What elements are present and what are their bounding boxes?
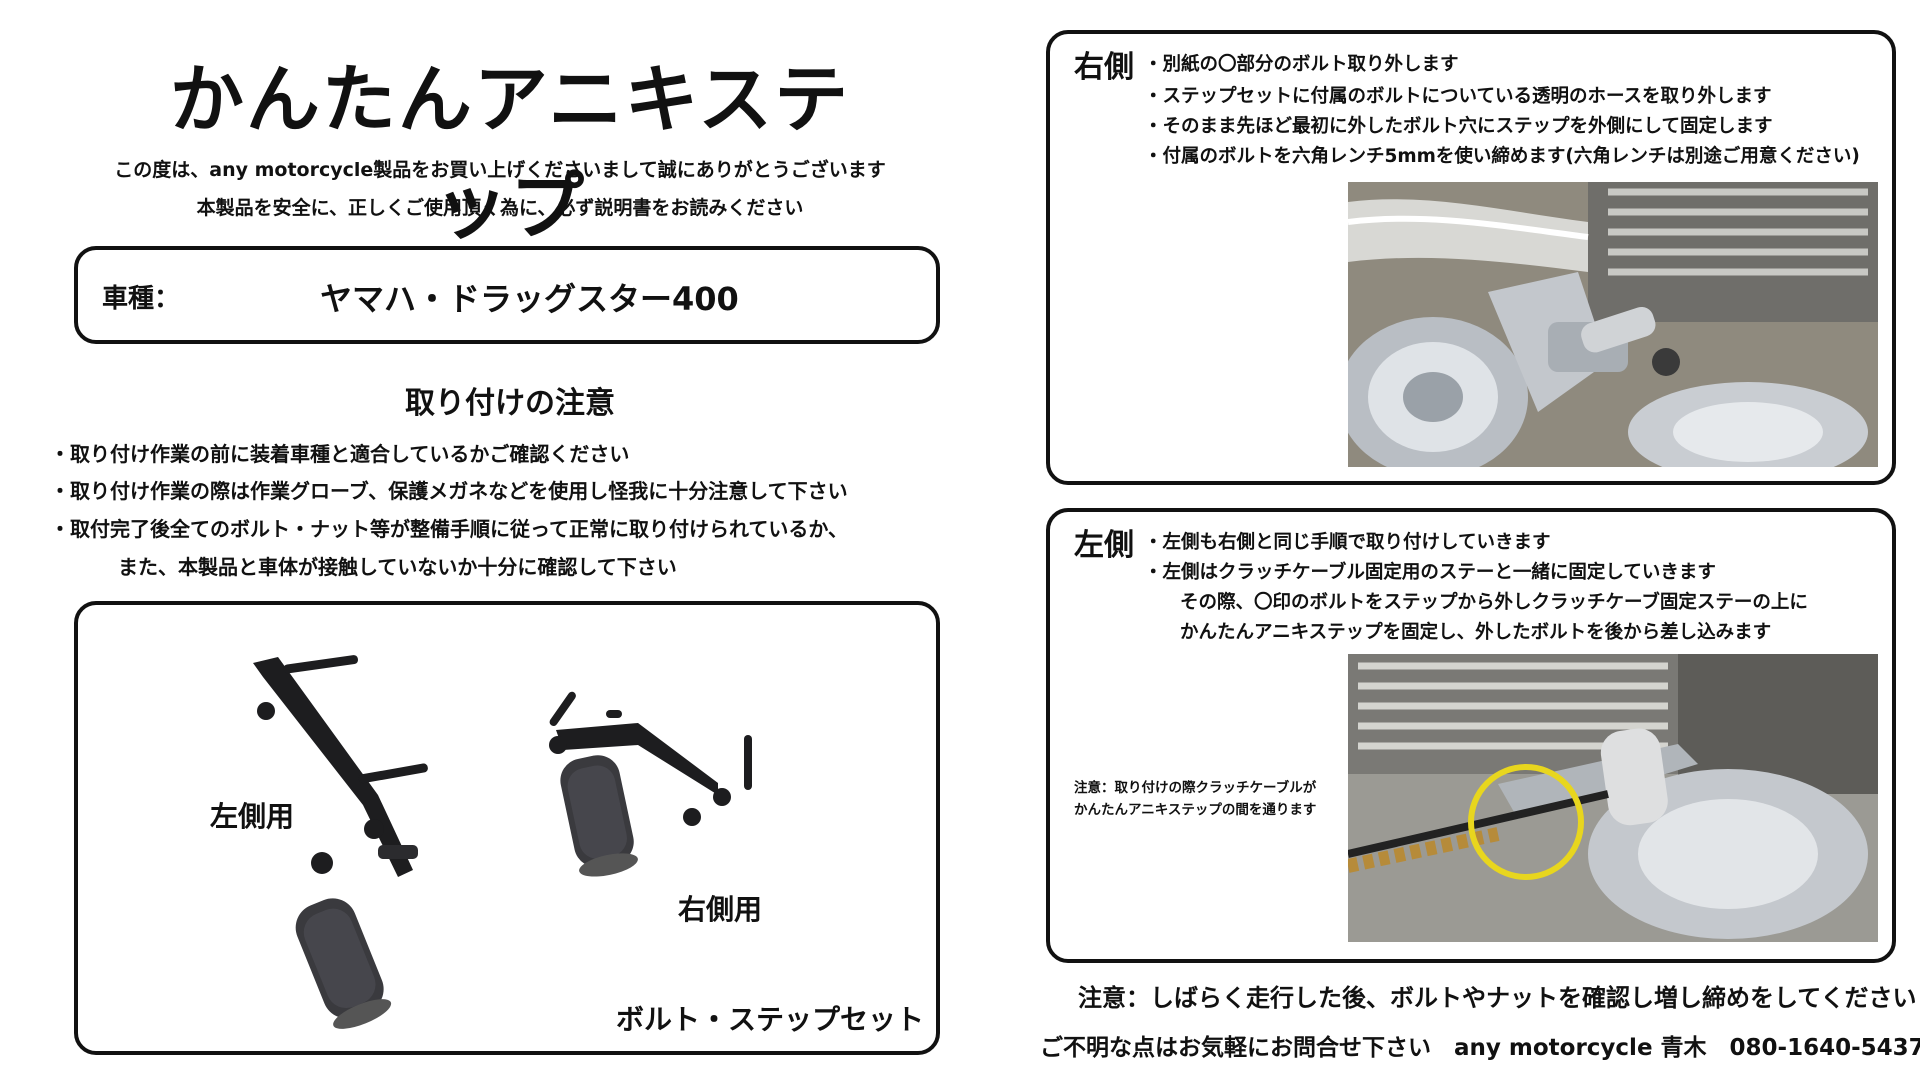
right-side-box: 右側 ・別紙の〇部分のボルト取り外します ・ステップセットに付属のボルトについて…	[1046, 30, 1896, 485]
caution-item-3: ・取付完了後全てのボルト・ナット等が整備手順に従って正常に取り付けられているか、	[50, 517, 848, 541]
left-side-box: 左側 ・左側も右側と同じ手順で取り付けしていきます ・左側はクラッチケーブル固定…	[1046, 508, 1896, 963]
caution-item-2: ・取り付け作業の際は作業グローブ、保護メガネなどを使用し怪我に十分注意して下さい	[50, 479, 848, 503]
left-part-label: 左側用	[210, 800, 295, 833]
right-step-4: ・付属のボルトを六角レンチ5mmを使い締めます(六角レンチは別途ご用意ください)	[1144, 146, 1860, 167]
left-side-photo	[1348, 654, 1878, 942]
right-step-2: ・ステップセットに付属のボルトについている透明のホースを取り外します	[1144, 86, 1772, 107]
footer-contact: ご不明な点はお気軽にお問合せ下さい any motorcycle 青木 080-…	[1040, 1035, 1920, 1061]
right-step-3: ・そのまま先ほど最初に外したボルト穴にステップを外側にして固定します	[1144, 116, 1773, 137]
left-step-3: その際、〇印のボルトをステップから外しクラッチケーブ固定ステーの上に	[1180, 592, 1808, 613]
cautions-heading: 取り付けの注意	[405, 386, 615, 421]
vehicle-model: ヤマハ・ドラッグスター400	[320, 280, 739, 318]
right-part-label: 右側用	[678, 893, 763, 926]
right-step-1: ・別紙の〇部分のボルト取り外します	[1144, 54, 1459, 75]
product-box: 左側用 右側用 ボルト・ステップセット	[74, 601, 940, 1055]
step-set-illustration	[253, 655, 752, 1029]
vehicle-box: 車種： ヤマハ・ドラッグスター400	[74, 246, 940, 344]
left-step-2: ・左側はクラッチケーブル固定用のステーと一緒に固定していきます	[1144, 562, 1716, 583]
intro-line-1: この度は、any motorcycle製品をお買い上げくださいまして誠にありがと…	[114, 159, 886, 181]
vehicle-label: 車種：	[102, 284, 181, 314]
intro-line-2: 本製品を安全に、正しくご使用頂く為に、必ず説明書をお読みください	[196, 197, 804, 219]
caution-item-1: ・取り付け作業の前に装着車種と適合しているかご確認ください	[50, 442, 630, 466]
page-title: かんたんアニキステップ	[169, 57, 851, 250]
right-step-part	[549, 691, 752, 877]
set-label: ボルト・ステップセット	[616, 1003, 925, 1036]
left-side-label: 左側	[1074, 528, 1134, 563]
bolt-highlight-circle	[1468, 764, 1584, 880]
left-step-1: ・左側も右側と同じ手順で取り付けしていきます	[1144, 532, 1551, 553]
right-side-label: 右側	[1074, 50, 1134, 85]
right-side-photo	[1348, 182, 1878, 467]
left-step-part	[253, 655, 428, 1029]
footer-caution: 注意：しばらく走行した後、ボルトやナットを確認し増し締めをしてください	[1078, 984, 1917, 1012]
photo-note-1: 注意：取り付けの際クラッチケーブルが	[1074, 780, 1317, 796]
caution-item-4: また、本製品と車体が接触していないか十分に確認して下さい	[118, 555, 677, 579]
left-step-4: かんたんアニキステップを固定し、外したボルトを後から差し込みます	[1180, 622, 1772, 643]
photo-note-2: かんたんアニキステップの間を通ります	[1074, 802, 1317, 818]
